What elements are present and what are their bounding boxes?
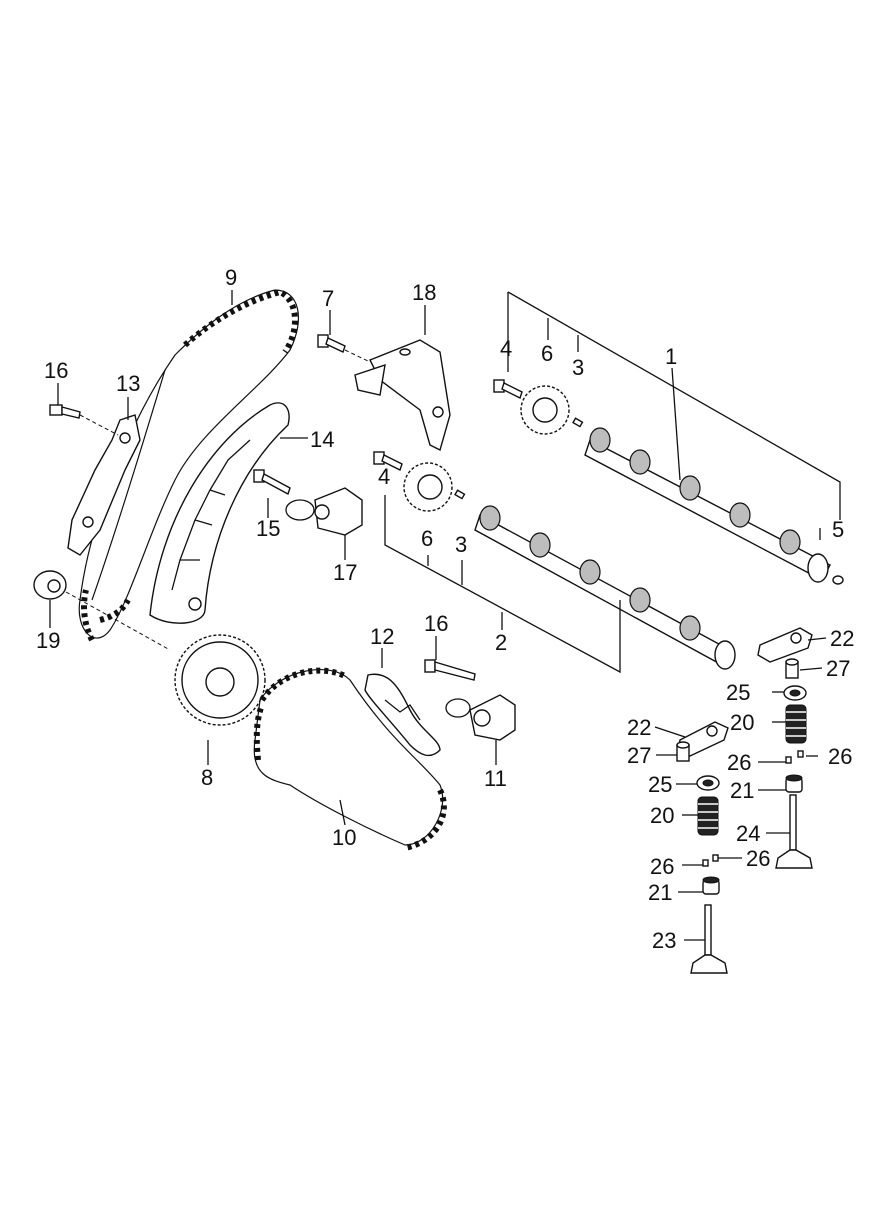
callout-22-upper: 22 (830, 626, 854, 651)
callout-12: 12 (370, 624, 394, 649)
callout-3-lower: 3 (455, 532, 467, 557)
cam-bolt-upper[interactable] (493, 379, 523, 399)
crankshaft-sprocket[interactable] (174, 634, 266, 726)
callout-24: 24 (736, 821, 760, 846)
lower-chain-guide[interactable] (364, 673, 441, 757)
leader-lines (49, 290, 841, 941)
callout-26-d: 26 (746, 846, 770, 871)
callout-7: 7 (322, 286, 334, 311)
callout-18: 18 (412, 280, 436, 305)
callout-15: 15 (256, 516, 280, 541)
callout-16-left: 16 (44, 358, 68, 383)
callout-25-lower: 25 (648, 772, 672, 797)
intake-camshaft[interactable] (584, 427, 831, 583)
cam-sprocket-upper[interactable] (520, 385, 570, 435)
chain-guide-bracket[interactable] (67, 414, 141, 556)
callout-6-lower: 6 (421, 526, 433, 551)
callout-19: 19 (36, 628, 60, 653)
valve-spring-lower[interactable] (697, 796, 719, 836)
callout-6-upper: 6 (541, 341, 553, 366)
bolt-16-right[interactable] (424, 659, 476, 681)
callout-4-upper: 4 (500, 336, 512, 361)
dowel-pin-lower[interactable] (454, 489, 466, 500)
upper-chain-tensioner[interactable] (285, 487, 363, 536)
callout-labels: 1 2 3 3 4 4 5 6 6 7 8 9 10 11 12 13 14 1… (36, 265, 854, 953)
spring-retainer-upper[interactable] (783, 685, 807, 701)
roller-rocker-arm-upper[interactable] (757, 627, 813, 663)
callout-20-upper: 20 (730, 710, 754, 735)
cam-plug-5[interactable] (832, 575, 844, 585)
callout-14: 14 (310, 427, 334, 452)
valve-spring-upper[interactable] (785, 704, 807, 744)
callout-22-lower: 22 (627, 715, 651, 740)
callout-26-b: 26 (828, 744, 852, 769)
washer-19[interactable] (33, 570, 171, 651)
lash-adjuster-upper[interactable] (785, 658, 799, 679)
callout-8: 8 (201, 765, 213, 790)
callout-26-a: 26 (727, 750, 751, 775)
intake-valve-23[interactable] (690, 904, 728, 974)
valve-keepers-upper[interactable] (785, 750, 804, 764)
upper-timing-chain[interactable] (78, 288, 299, 642)
cam-sprocket-lower[interactable] (403, 462, 453, 512)
exhaust-camshaft[interactable] (474, 505, 736, 670)
callout-25-upper: 25 (726, 680, 750, 705)
dowel-pin-upper[interactable] (572, 417, 584, 428)
spring-retainer-lower[interactable] (696, 775, 720, 791)
valve-stem-seal-upper[interactable] (785, 774, 803, 793)
callout-21-lower: 21 (648, 880, 672, 905)
callout-11: 11 (484, 766, 507, 791)
callout-13: 13 (116, 371, 140, 396)
callout-2: 2 (495, 630, 507, 655)
cam-bolt-lower[interactable] (373, 451, 403, 471)
callout-1: 1 (665, 344, 677, 369)
lash-adjuster-lower[interactable] (676, 741, 690, 762)
callout-16-right: 16 (424, 611, 448, 636)
bracket-18[interactable] (354, 339, 451, 452)
lower-chain-tensioner[interactable] (445, 694, 516, 741)
callout-5: 5 (832, 517, 844, 542)
callout-27-lower: 27 (627, 743, 651, 768)
chain-guide-rail[interactable] (149, 402, 290, 624)
exhaust-valve-24[interactable] (775, 794, 813, 869)
callout-26-c: 26 (650, 854, 674, 879)
callout-17: 17 (333, 560, 357, 585)
bolt-16-left[interactable] (49, 404, 119, 436)
bolt-7[interactable] (317, 334, 371, 363)
bolt-15[interactable] (253, 469, 291, 496)
callout-9: 9 (225, 265, 237, 290)
callout-23: 23 (652, 928, 676, 953)
valve-stem-seal-lower[interactable] (702, 876, 720, 895)
valve-keepers-lower[interactable] (702, 854, 719, 867)
callout-20-lower: 20 (650, 803, 674, 828)
callout-21-upper: 21 (730, 778, 754, 803)
callout-3-upper: 3 (572, 355, 584, 380)
callout-4-lower: 4 (378, 464, 390, 489)
balance-shaft-chain[interactable] (253, 667, 447, 851)
callout-10: 10 (332, 825, 356, 850)
callout-27-upper: 27 (826, 656, 850, 681)
